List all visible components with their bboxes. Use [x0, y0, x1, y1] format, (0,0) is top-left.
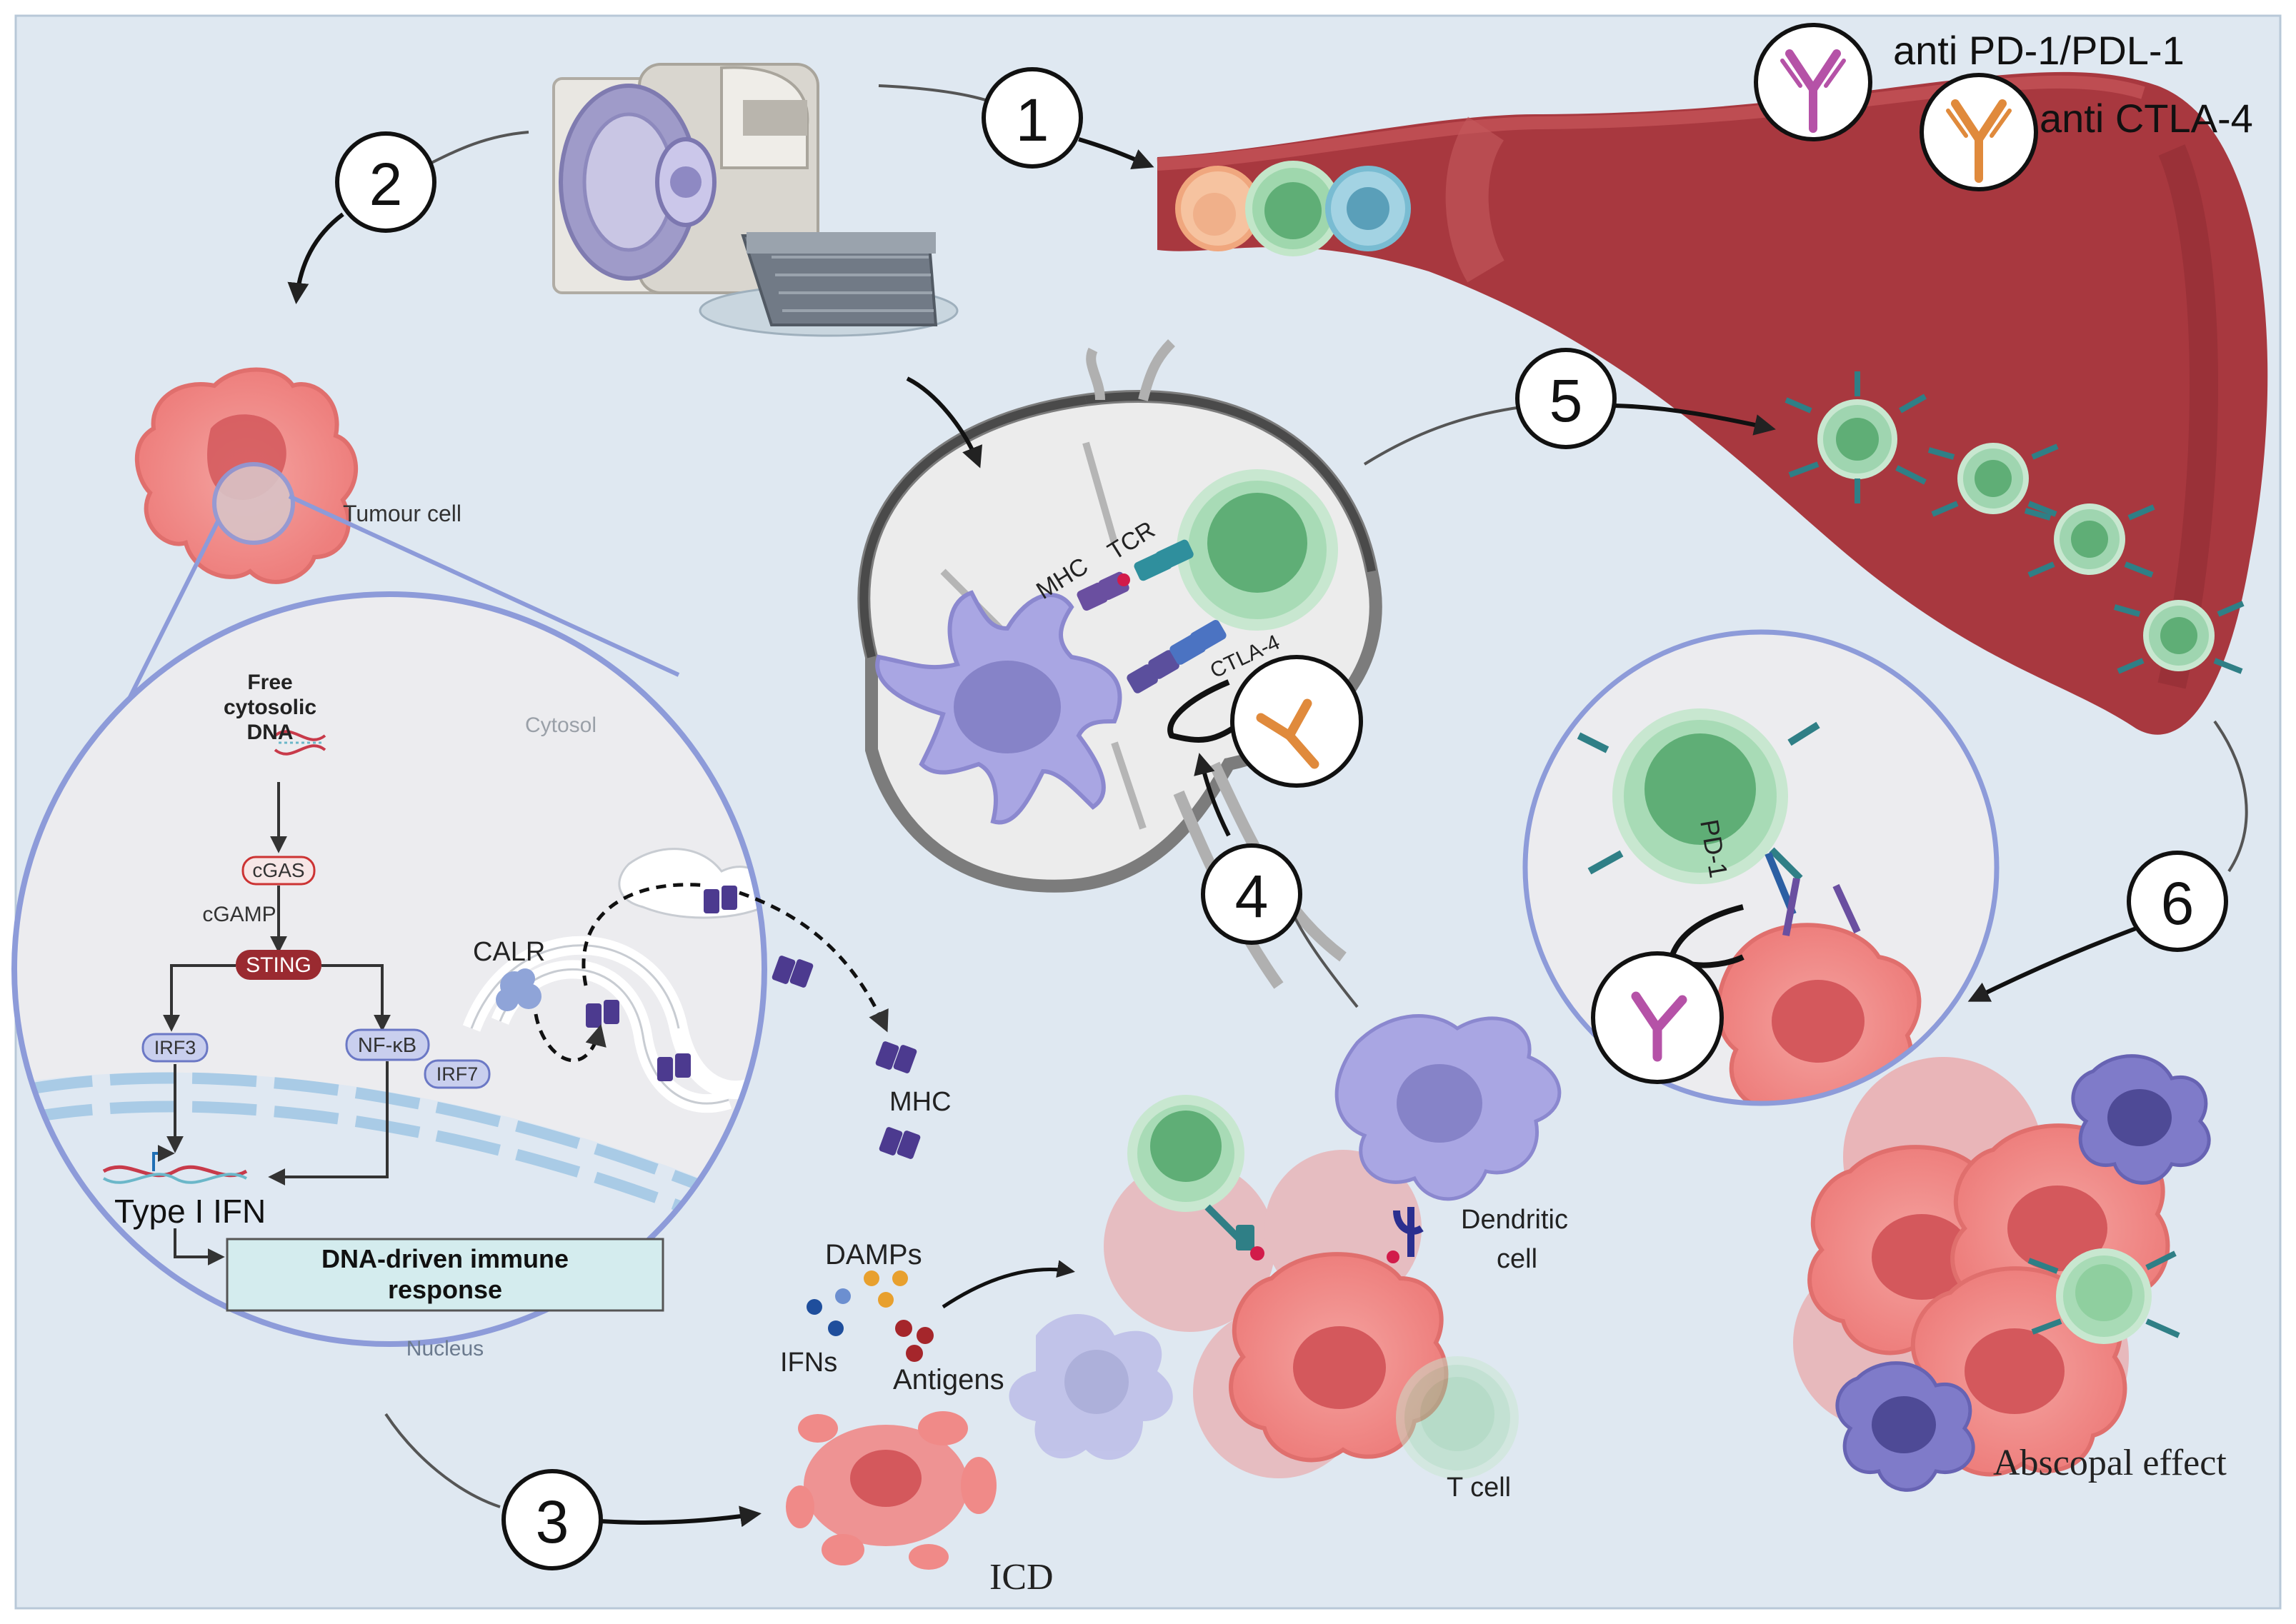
tcell-bottom-green [1127, 1095, 1264, 1260]
mhc-tcr-complex [1077, 539, 1194, 611]
inset-cgas: cGAS [252, 859, 304, 881]
radiotherapy-machine [552, 63, 959, 337]
arrow-machine-node [906, 376, 983, 468]
abscopal-dendritic-left [1835, 1361, 1975, 1492]
abscopal-dendritic-right [2071, 1054, 2211, 1185]
inset-irf3: IRF3 [154, 1037, 196, 1058]
inset-cgas-box [241, 856, 316, 886]
legend: anti PD-1/PDL-1 anti CTLA-4 [1754, 23, 2253, 191]
label-abscopal: Abscopal effect [1993, 1443, 2227, 1483]
zoom-line-right [288, 494, 680, 677]
step-5-number: 5 [1549, 367, 1583, 434]
vessel-tcell-1 [1785, 371, 1927, 503]
zoom-circle [212, 462, 295, 545]
step-5: 5 [1515, 348, 1617, 449]
mhc-outside [772, 956, 921, 1159]
inset-cytosol: Cytosol [525, 713, 597, 737]
inset-response-1: DNA-driven immune [321, 1244, 569, 1273]
inset-free-dna-1: Free [247, 671, 292, 694]
inset-nfkb-box [345, 1028, 430, 1061]
legend-label-ctla4: anti CTLA-4 [2040, 96, 2253, 141]
arrow-step4 [1292, 913, 1359, 1008]
inset-response-2: response [388, 1275, 502, 1304]
antibody-ctla4-node-icon [1256, 698, 1319, 769]
label-antigens: Antigens [893, 1364, 1004, 1395]
label-tumour-cell: Tumour cell [343, 501, 461, 526]
antibody-pd1-icon [1780, 49, 1846, 133]
step-4-number: 4 [1235, 863, 1269, 930]
inset-irf3-box [141, 1033, 209, 1063]
arrow-step2 [428, 131, 529, 166]
ctla4-b7-complex [1127, 620, 1227, 693]
pd1-antibody-circle [1591, 951, 1724, 1084]
antibody-ctla4-icon [1946, 99, 2012, 183]
icd-dying-cell [786, 1411, 997, 1570]
inset-free-dna-3: DNA [247, 721, 294, 744]
label-damps: DAMPs [825, 1239, 922, 1270]
step-1-number: 1 [1016, 86, 1049, 154]
step-3-number: 3 [536, 1488, 569, 1555]
step-6: 6 [2127, 851, 2228, 952]
inset-response-box [226, 1238, 664, 1312]
calr-protein [496, 968, 541, 1011]
abscopal-tcell [2027, 1248, 2180, 1344]
label-dendritic-2: cell [1497, 1244, 1537, 1274]
vessel-tcell-4 [2113, 600, 2245, 674]
inset-calr: CALR [473, 937, 545, 967]
label-dendritic-1: Dendritic [1461, 1205, 1568, 1235]
arrow-step3 [384, 1413, 501, 1508]
antibody-pd1-inset-icon [1631, 991, 1687, 1062]
step-3: 3 [501, 1469, 603, 1570]
tcell-bottom-faded [1396, 1356, 1519, 1479]
vessel-tcell-3 [2024, 503, 2155, 578]
inset-cgamp: cGAMP [202, 903, 276, 926]
inset-nucleus: Nucleus [406, 1337, 484, 1360]
label-t-cell: T cell [1447, 1473, 1511, 1503]
arrow-step5 [1363, 406, 1522, 466]
tumour-cell-topleft: Tumour cell [134, 367, 461, 584]
inset-irf7-box [424, 1059, 491, 1089]
inset-type1ifn: Type I IFN [114, 1193, 266, 1230]
inset-sting-box [236, 950, 321, 980]
inset-pd1: PD-1 [1522, 629, 2000, 1106]
damps-cluster [807, 1270, 934, 1362]
damps-arrow [942, 1260, 1075, 1309]
label-icd: ICD [989, 1557, 1054, 1598]
label-ifns: IFNs [780, 1348, 837, 1378]
vessel-tcell-2 [1927, 443, 2059, 517]
inset-nfkb: NF-κB [358, 1034, 416, 1057]
blood-vessel [1157, 71, 2268, 735]
abscopal-tumour-cluster [1793, 1054, 2211, 1492]
inset-free-dna-2: cytosolic [224, 696, 316, 719]
step-4: 4 [1201, 843, 1302, 945]
inset-sting: STING [246, 953, 311, 977]
arrow-step6 [2213, 720, 2248, 873]
main-tumour-cell-bottom [1229, 1252, 1449, 1463]
faded-dendritic-cell [1009, 1314, 1173, 1460]
dendritic-cell-bottom [1334, 1014, 1562, 1263]
step-1: 1 [982, 67, 1083, 169]
label-inset-mhc: MHC [889, 1087, 952, 1117]
step-2: 2 [335, 131, 436, 233]
step-2-number: 2 [369, 151, 403, 218]
lymph-node: MHC TCR CTLA-4 [857, 339, 1382, 989]
step-6-number: 6 [2161, 870, 2195, 937]
inset-irf7: IRF7 [436, 1063, 479, 1085]
legend-label-pd1: anti PD-1/PDL-1 [1893, 28, 2185, 73]
